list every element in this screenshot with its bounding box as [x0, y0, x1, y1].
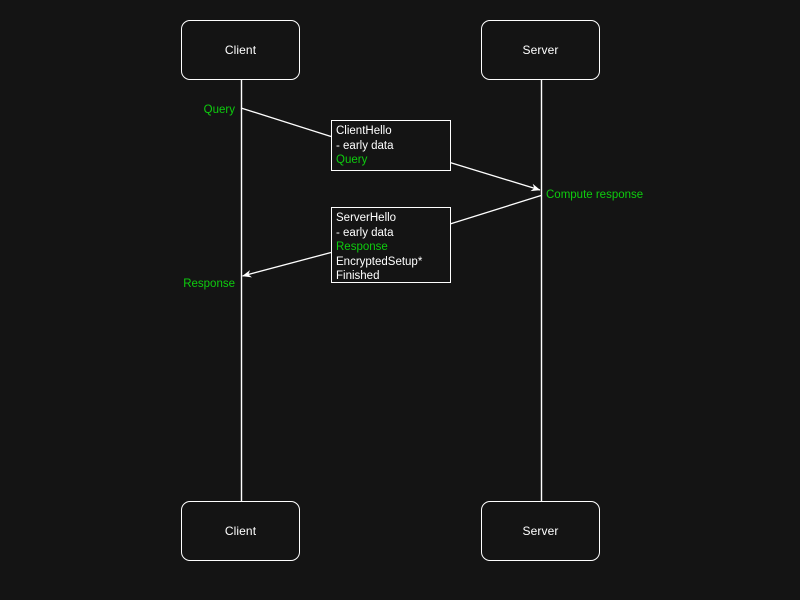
actor-label-client-top: Client	[224, 43, 257, 57]
actor-box-server-bottom[interactable]: Server	[481, 501, 600, 561]
actor-label-server-top: Server	[522, 43, 559, 57]
actor-box-server-top[interactable]: Server	[481, 20, 600, 80]
message-line-client-to-clienthello	[240, 107, 332, 138]
actor-box-client-top[interactable]: Client	[181, 20, 300, 80]
lifeline-label-response: Response	[183, 278, 235, 290]
note-line-clienthello-3: Query	[336, 154, 368, 167]
note-line-serverhello-5: Finished	[336, 270, 380, 283]
note-client-hello[interactable]: ClientHello - early data Query	[331, 120, 451, 171]
note-line-clienthello-1: ClientHello	[336, 125, 392, 137]
note-line-serverhello-1: ServerHello	[336, 212, 397, 224]
note-server-hello[interactable]: ServerHello - early data Response Encryp…	[331, 207, 451, 283]
actor-box-client-bottom[interactable]: Client	[181, 501, 300, 561]
note-line-clienthello-2: - early data	[336, 139, 394, 152]
note-line-serverhello-3: Response	[336, 241, 388, 254]
actor-label-client-bottom: Client	[224, 524, 257, 538]
lifeline-label-compute-response: Compute response	[546, 189, 644, 201]
message-line-clienthello-to-server	[449, 161, 541, 192]
note-line-serverhello-4: EncryptedSetup*	[336, 255, 423, 268]
note-line-serverhello-2: - early data	[336, 226, 394, 239]
message-line-server-to-serverhello	[449, 194, 542, 225]
lifeline-label-query: Query	[203, 104, 235, 116]
actor-label-server-bottom: Server	[522, 524, 559, 538]
message-line-serverhello-to-client	[242, 251, 332, 278]
